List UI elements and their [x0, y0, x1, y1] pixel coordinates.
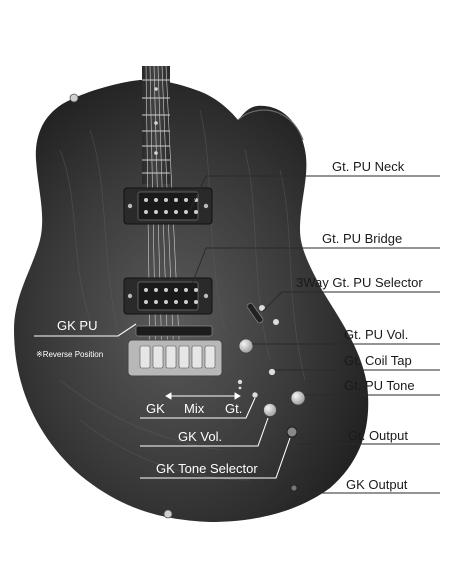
gk-mix-switch: [251, 391, 259, 399]
label-three-way-selector: 3Way Gt. PU Selector: [296, 275, 423, 290]
label-gt-pu-bridge: Gt. PU Bridge: [322, 231, 402, 246]
label-gt-pu-tone: Gt. PU Tone: [344, 378, 415, 393]
leader-gk-tone: [140, 437, 291, 479]
label-gt-pu-neck: Gt. PU Neck: [332, 159, 405, 174]
neck-pickup: [123, 187, 213, 225]
leader-gt-pu-bridge: [191, 247, 440, 285]
bridge-pickup: [123, 277, 213, 315]
mix-arrow-icon: [165, 392, 241, 400]
label-gk-tone-selector: GK Tone Selector: [156, 461, 258, 476]
fret-markers: [154, 87, 158, 155]
bridge-saddles: [127, 339, 223, 377]
leader-gt-pu-neck: [189, 175, 440, 211]
gt-pu-vol-knob: [238, 338, 254, 354]
gk-output-jack: [290, 484, 298, 492]
gt-output-jack: [286, 426, 298, 438]
horn-edge: [237, 109, 304, 141]
leader-gk-mix: [140, 397, 256, 419]
gt-pu-tone-knob: [290, 390, 306, 406]
label-gk-mix-mid: Mix: [184, 401, 205, 416]
label-gk-mix-gk: GK: [146, 401, 165, 416]
gt-coil-tap-switch: [268, 368, 276, 376]
leader-gk-vol: [140, 417, 269, 447]
gk-pickup: [135, 325, 213, 337]
label-gk-pu: GK PU: [57, 318, 97, 333]
three-way-selector-switch: [246, 302, 279, 325]
gk-vol-knob: [263, 403, 277, 417]
strap-button-icon: [69, 93, 79, 103]
label-gt-output: Gt. Output: [348, 428, 408, 443]
leader-gk-pu: [34, 323, 137, 337]
label-gt-pu-vol: Gt. PU Vol.: [344, 327, 408, 342]
strap-button-bottom-icon: [163, 509, 173, 519]
label-gk-vol: GK Vol.: [178, 429, 222, 444]
label-gk-mix-gt: Gt.: [225, 401, 242, 416]
label-gk-output: GK Output: [346, 477, 408, 492]
label-gk-pu-note: ※Reverse Position: [36, 350, 103, 359]
leader-three-way: [261, 291, 440, 313]
label-gt-coil-tap: Gt. Coil Tap: [344, 353, 412, 368]
knob-small-dots: [237, 379, 243, 390]
